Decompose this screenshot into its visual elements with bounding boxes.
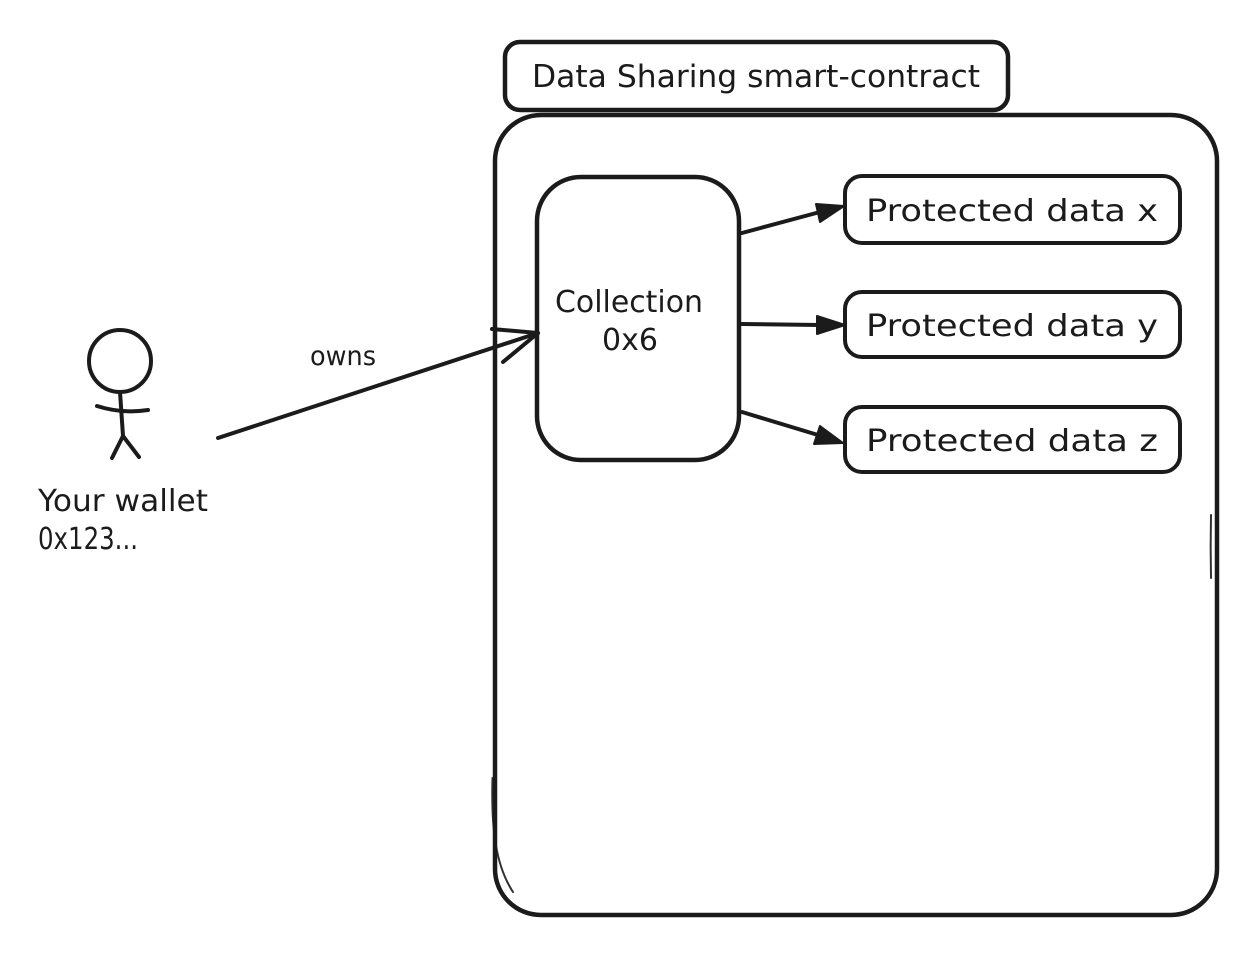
protected-data-box <box>843 405 1182 474</box>
sketch-stroke <box>491 777 514 893</box>
protected-data-box <box>843 174 1182 245</box>
arrow-collection-to-y <box>740 315 846 335</box>
wallet-label: Your wallet <box>37 484 208 519</box>
arrow-collection-to-z <box>740 410 844 445</box>
protected-data-node-y: Protected data y <box>843 290 1182 359</box>
person-body <box>118 390 125 438</box>
owns-label: owns <box>310 341 376 372</box>
collection-node: Collection 0x6 <box>534 174 742 463</box>
arrow-owns: owns <box>216 327 540 440</box>
arrowhead-icon <box>813 425 844 445</box>
diagram-title: Data Sharing smart-contract <box>532 59 980 95</box>
arrow-line <box>740 210 822 235</box>
arrow-collection-to-x <box>740 203 845 235</box>
protected-data-label: Protected data z <box>866 424 1158 459</box>
protected-data-box <box>843 290 1182 359</box>
collection-box-shape <box>534 174 742 463</box>
title-box: Data Sharing smart-contract <box>502 39 1011 113</box>
arrowhead-icon <box>816 315 846 335</box>
arrow-line <box>740 410 820 437</box>
protected-data-node-z: Protected data z <box>843 405 1182 474</box>
title-box-shape <box>502 39 1011 113</box>
protected-data-label: Protected data y <box>866 309 1158 344</box>
wallet-address: 0x123... <box>38 522 138 557</box>
arrowhead-icon <box>815 203 845 223</box>
protected-data-label: Protected data x <box>866 194 1158 229</box>
person-icon <box>87 328 153 394</box>
arrow-line <box>216 331 540 440</box>
wallet-actor: Your wallet 0x123... <box>37 328 208 557</box>
person-legs <box>110 434 141 460</box>
protected-data-node-x: Protected data x <box>843 174 1182 245</box>
arrowhead-icon <box>490 327 540 364</box>
person-arms <box>95 404 150 414</box>
arrow-line <box>740 322 822 327</box>
collection-address: 0x6 <box>602 323 658 358</box>
collection-name: Collection <box>555 285 703 320</box>
